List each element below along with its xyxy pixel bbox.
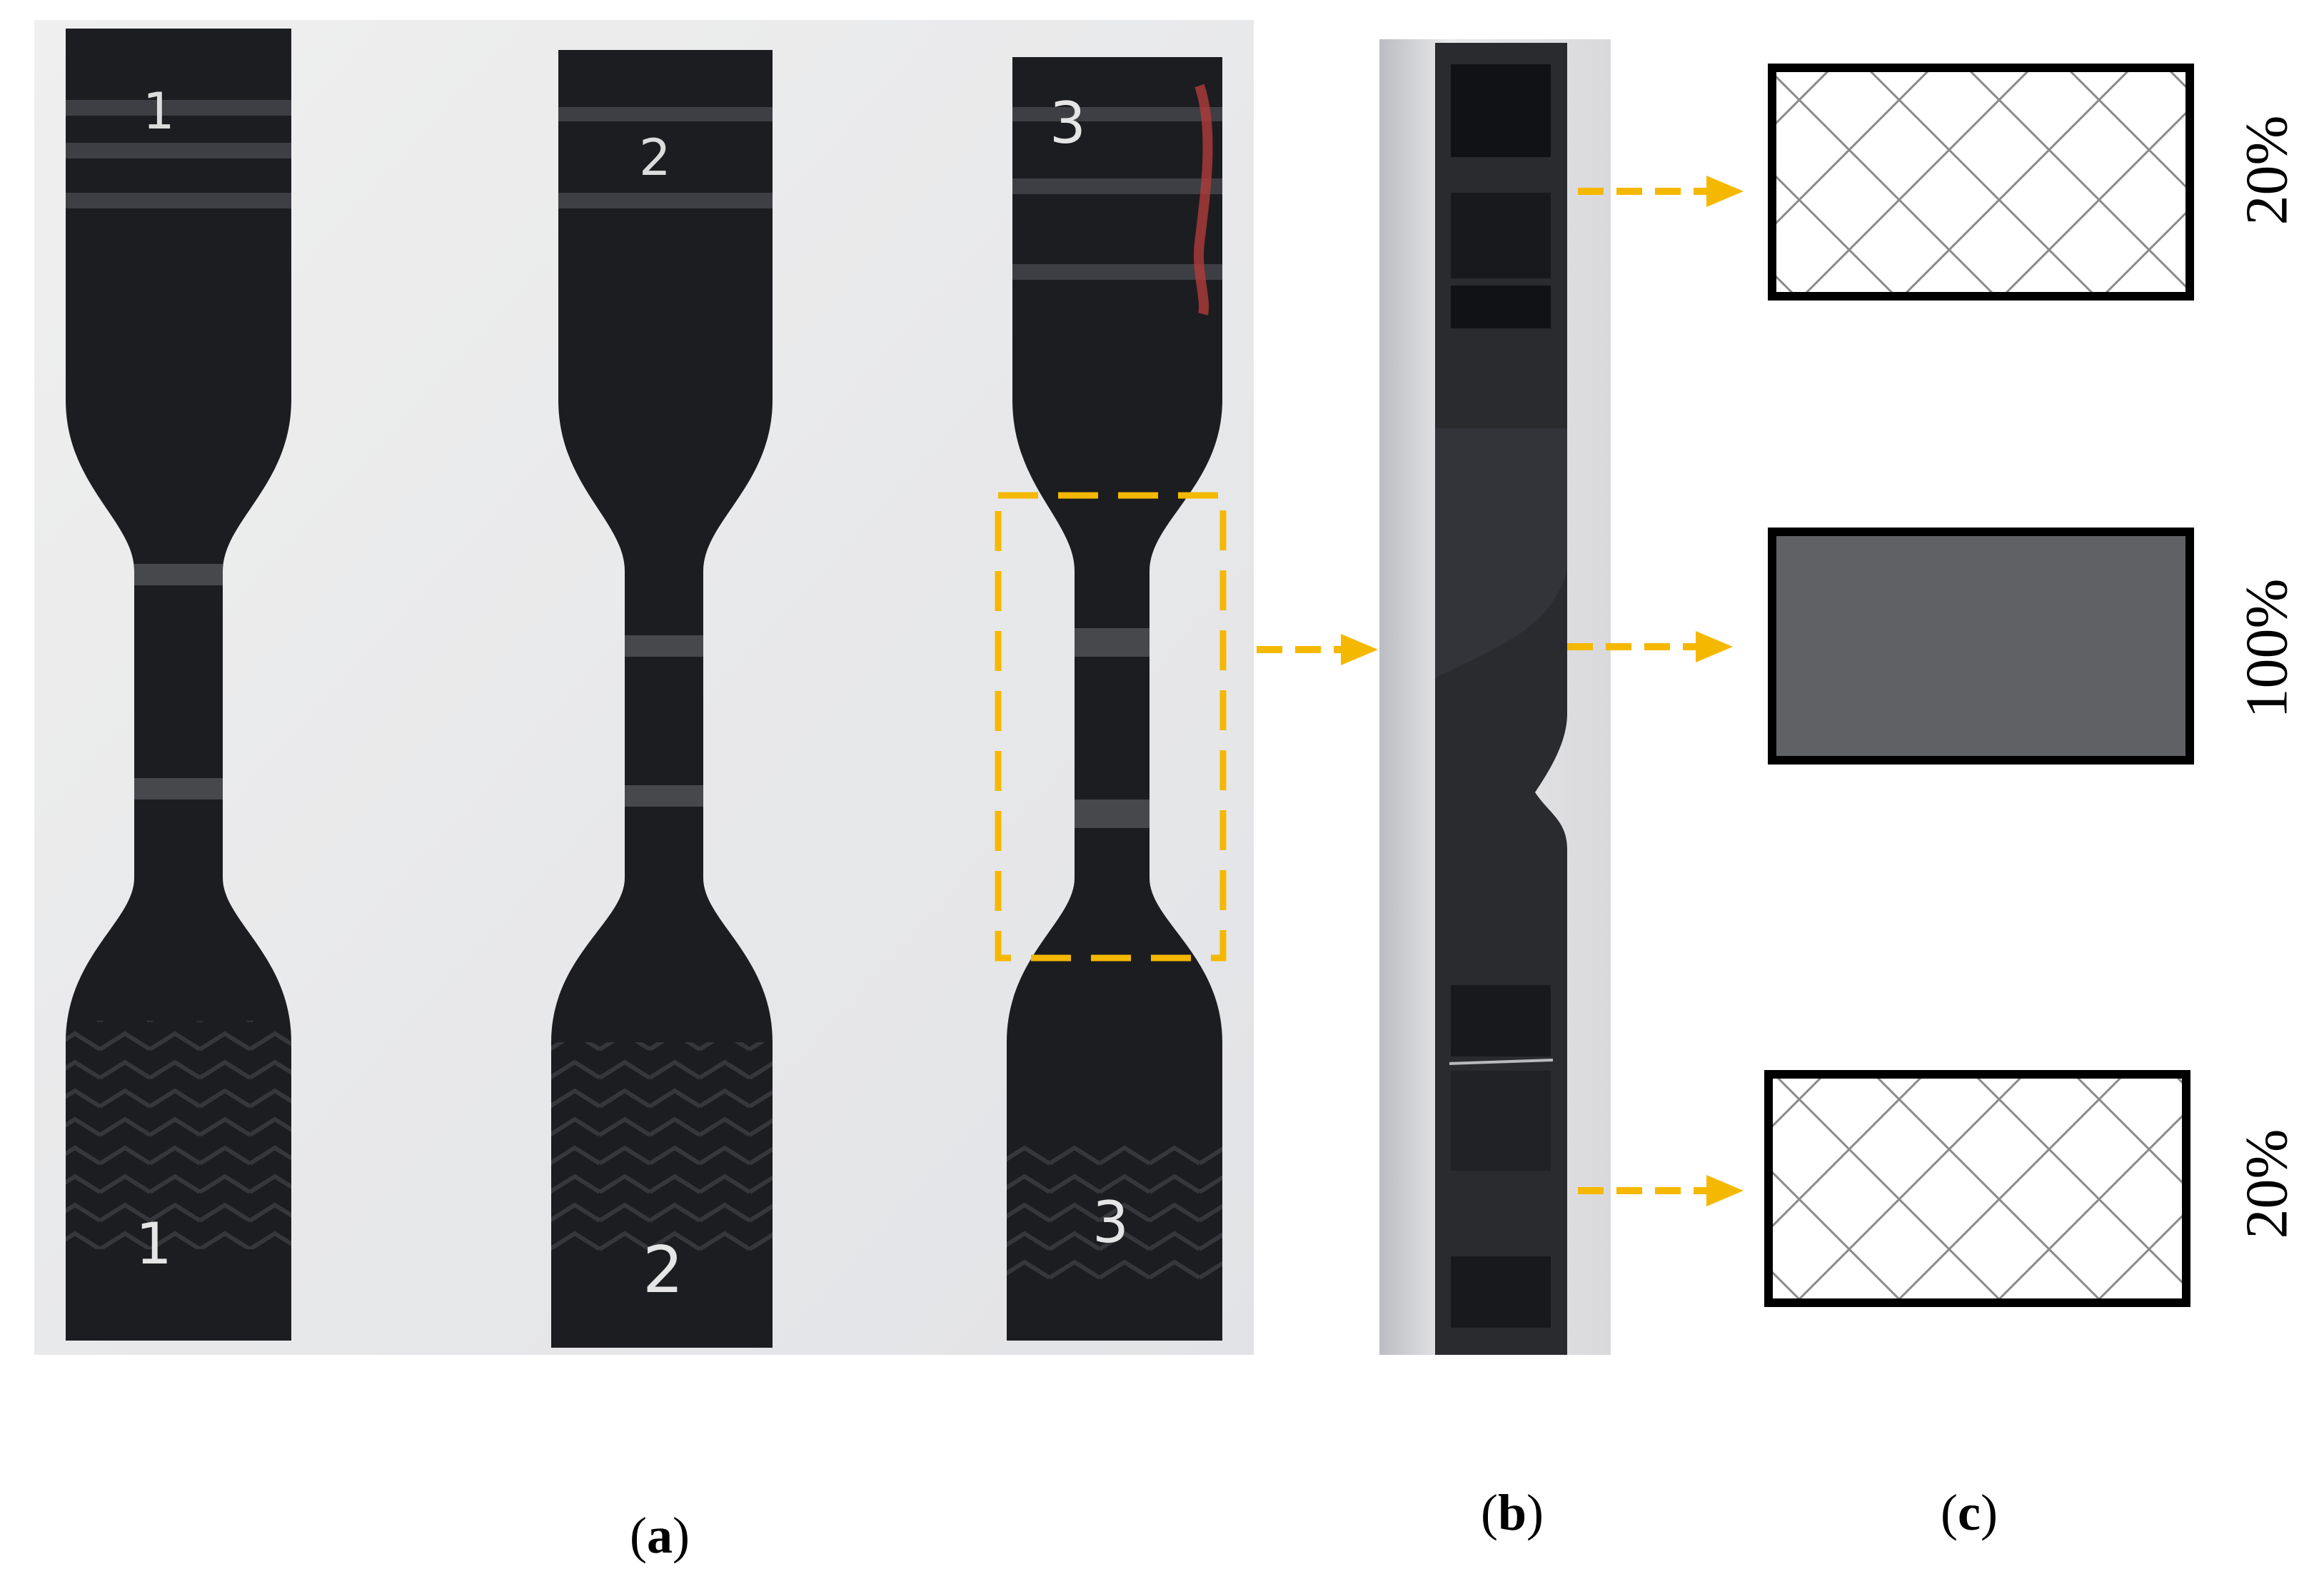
arrow-b-to-c-middle (1567, 631, 1733, 662)
cross-section-top (1768, 64, 2194, 301)
panel-label-c: (c) (1941, 1484, 1998, 1541)
specimen-1-bottom-mark: 1 (136, 1211, 172, 1277)
specimen-2: 2 2 (551, 50, 773, 1348)
specimen-1: 1 1 (66, 29, 291, 1341)
panel-b-photo (1379, 39, 1611, 1355)
specimen-2-bottom-mark: 2 (643, 1233, 683, 1308)
panel-label-b: (b) (1481, 1484, 1544, 1541)
panel-a-photo: 1 1 2 2 3 3 (34, 20, 1254, 1355)
cross-section-middle (1768, 528, 2194, 765)
specimen-2-top-mark: 2 (639, 128, 671, 187)
infill-label-top: 20% (2233, 115, 2300, 226)
highlight-box (995, 492, 1227, 962)
infill-label-middle: 100% (2233, 578, 2300, 719)
infill-label-bottom: 20% (2233, 1129, 2300, 1239)
specimen-3: 3 3 (1007, 57, 1222, 1341)
panel-label-a: (a) (630, 1507, 690, 1564)
specimen-3-bottom-mark: 3 (1092, 1189, 1129, 1256)
arrow-b-to-c-bottom (1578, 1175, 1744, 1206)
arrow-b-to-c-top (1578, 176, 1744, 207)
arrow-a-to-b (1257, 634, 1378, 665)
specimen-1-top-mark: 1 (143, 82, 175, 141)
specimen-3-top-mark: 3 (1050, 90, 1086, 156)
cross-section-bottom (1764, 1070, 2190, 1307)
